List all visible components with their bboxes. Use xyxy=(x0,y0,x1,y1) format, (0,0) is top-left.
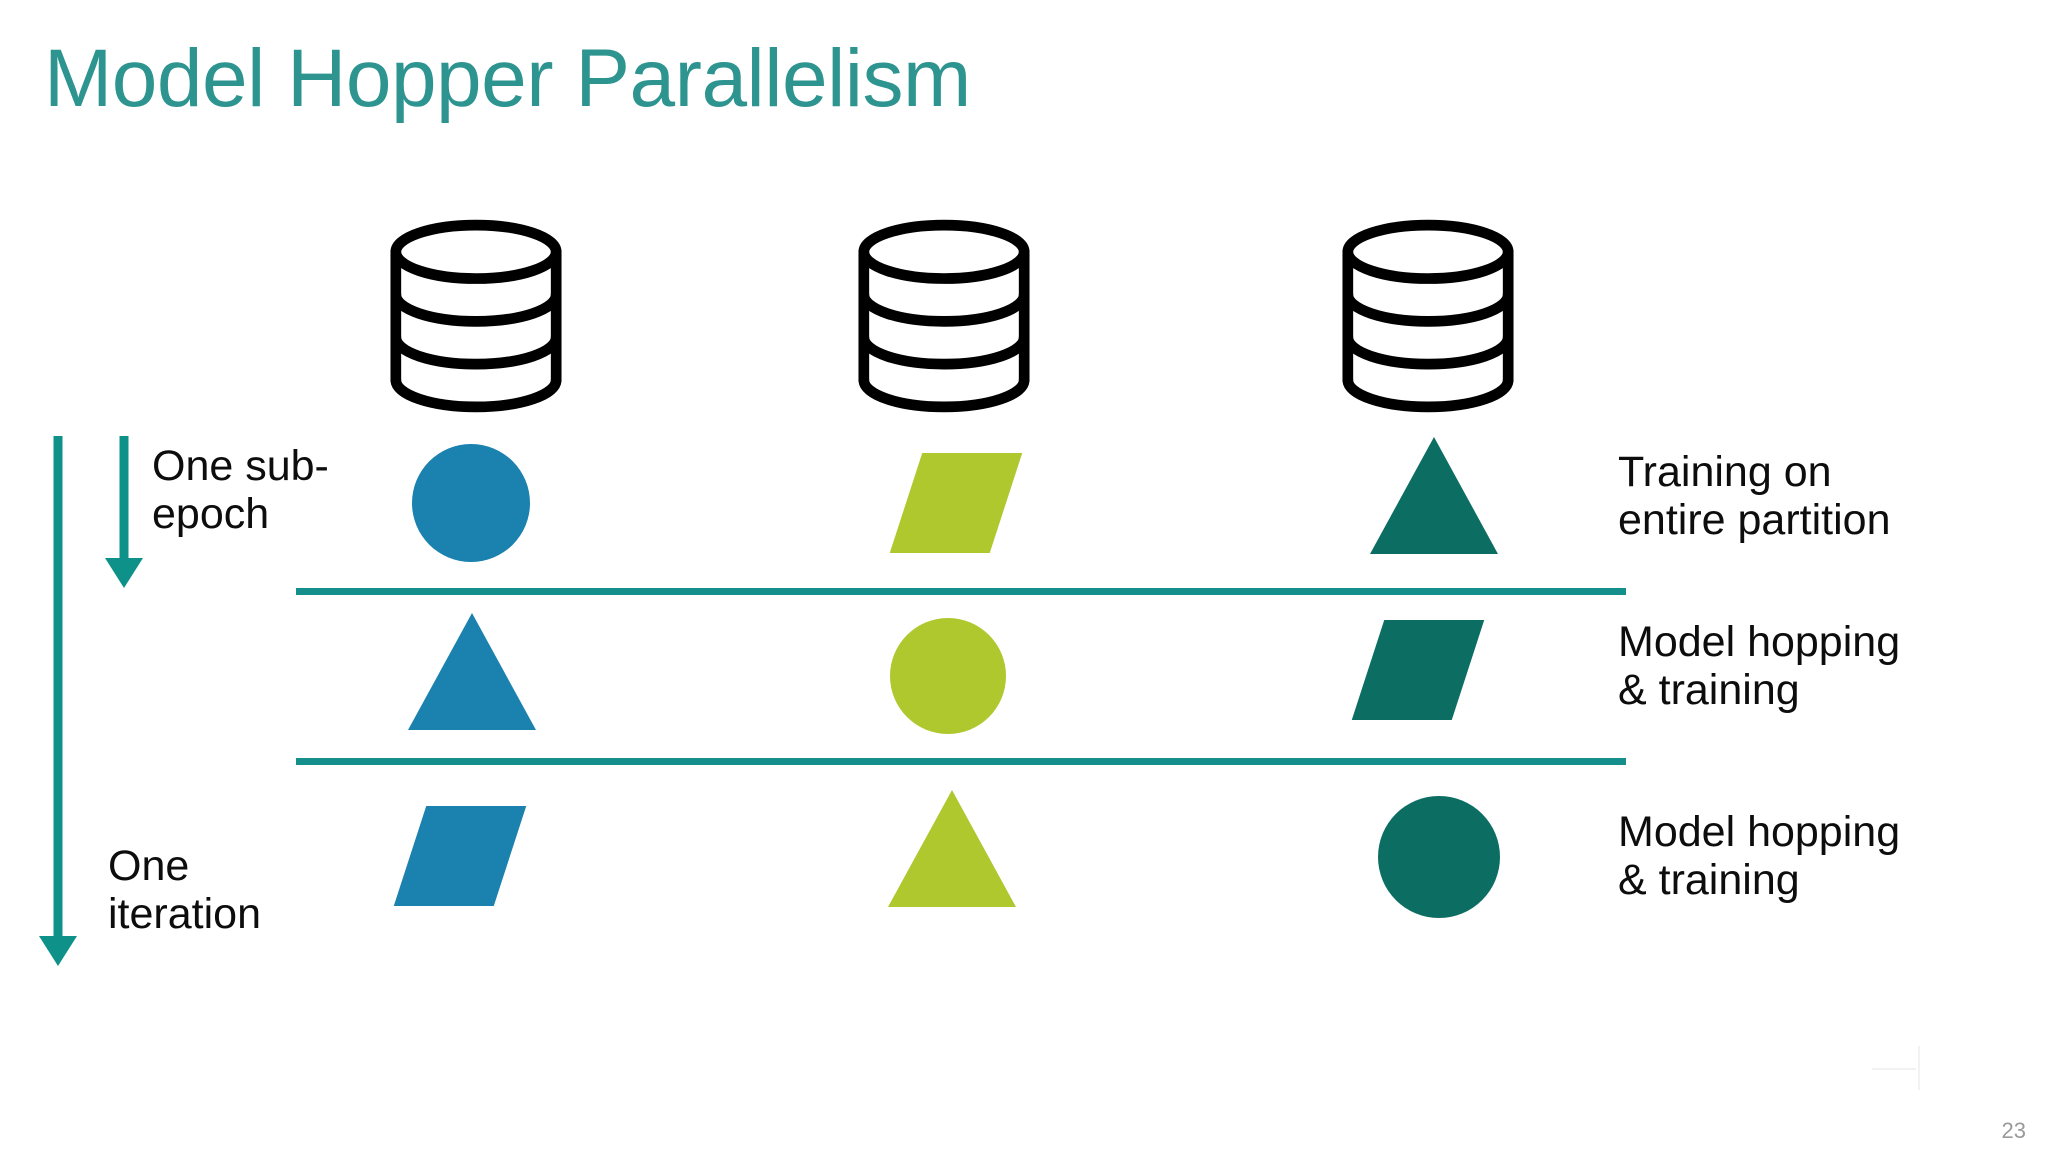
one-sub-epoch-arrow xyxy=(104,436,144,588)
one-sub-epoch-label-line2: epoch xyxy=(152,490,270,539)
shape-row3-col2-triangle-green xyxy=(888,790,1016,907)
shape-row1-col1-circle-blue xyxy=(412,444,530,562)
shape-row1-col3-triangle-dark-teal xyxy=(1370,437,1498,554)
shape-row3-col1-parallelogram-blue xyxy=(393,806,527,906)
row-1-caption-line1: Training on xyxy=(1618,448,1832,496)
shape-row2-col3-parallelogram-dark-teal xyxy=(1351,620,1485,720)
row-1-caption-line2: entire partition xyxy=(1618,496,1891,545)
page-title: Model Hopper Parallelism xyxy=(44,33,971,124)
row-2-caption-line1: Model hopping xyxy=(1618,618,1901,666)
one-sub-epoch-label: One sub- epoch xyxy=(152,442,382,538)
shape-row2-col1-triangle-blue xyxy=(408,613,536,730)
database-icon-worker-3 xyxy=(1338,218,1518,414)
one-iteration-arrow xyxy=(38,436,78,966)
page-number: 23 xyxy=(2001,1118,2026,1143)
separator-line-2 xyxy=(296,758,1626,765)
one-iteration-label: One iteration xyxy=(108,842,338,938)
one-sub-epoch-label-line1: One sub- xyxy=(152,442,329,490)
row-1-caption: Training on entire partition xyxy=(1618,448,2018,544)
row-3-caption-line2: & training xyxy=(1618,856,1800,905)
shape-row1-col2-parallelogram-green xyxy=(889,453,1023,553)
row-2-caption: Model hopping & training xyxy=(1618,618,2018,714)
row-3-caption: Model hopping & training xyxy=(1618,808,2018,904)
one-iteration-label-line1: One xyxy=(108,842,190,890)
shape-row3-col3-circle-dark-teal xyxy=(1378,796,1500,918)
database-icon-worker-2 xyxy=(854,218,1034,414)
corner-mark-rule xyxy=(1872,1068,1916,1070)
separator-line-1 xyxy=(296,588,1626,595)
one-iteration-label-line2: iteration xyxy=(108,890,261,939)
shape-row2-col2-circle-green xyxy=(890,618,1006,734)
row-3-caption-line1: Model hopping xyxy=(1618,808,1901,856)
row-2-caption-line2: & training xyxy=(1618,666,1800,715)
database-icon-worker-1 xyxy=(386,218,566,414)
corner-mark-divider xyxy=(1918,1046,1920,1090)
